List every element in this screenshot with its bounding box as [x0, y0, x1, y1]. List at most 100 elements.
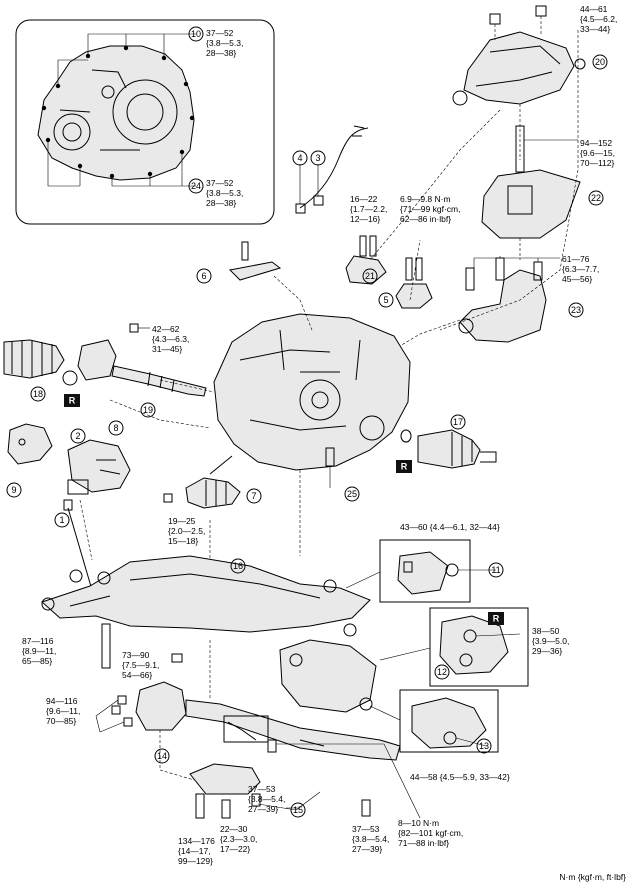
- svg-text:19: 19: [143, 405, 153, 415]
- stabilizer-link: [63, 499, 93, 591]
- callout-1: 1: [54, 512, 70, 528]
- svg-text:18: 18: [33, 389, 43, 399]
- bracket-9: [7, 423, 53, 465]
- svg-text:24: 24: [191, 181, 201, 191]
- torque-spec-7: 19—25 {2.0—2.5, 15—18}: [168, 516, 208, 546]
- svg-text:7: 7: [251, 491, 256, 501]
- torque-spec-21: 16—22 {1.7—2.2, 12—16}: [350, 194, 390, 224]
- callout-3: 3: [310, 150, 326, 166]
- assembly-guides: [79, 30, 579, 781]
- mount-bracket-23: [458, 256, 560, 343]
- svg-text:5: 5: [383, 295, 388, 305]
- bolt-16: [101, 623, 183, 669]
- callout-24: 24: [188, 178, 204, 194]
- svg-text:16: 16: [233, 561, 243, 571]
- inset-detail-12: [379, 607, 529, 687]
- callout-15: 15: [290, 802, 306, 818]
- torque-spec-15d: 37—53 {3.8—5.4, 27—39}: [352, 824, 392, 854]
- svg-text:10: 10: [191, 29, 201, 39]
- svg-text:R: R: [69, 396, 76, 406]
- callout-7: 7: [246, 488, 262, 504]
- mount-bracket-20: [452, 5, 586, 160]
- inset-detail-11: [345, 539, 496, 603]
- callout-17: 17: [450, 414, 466, 430]
- torque-spec-20: 44—61 {4.5—6.2, 33—44}: [580, 4, 620, 34]
- svg-text:23: 23: [571, 305, 581, 315]
- torque-spec-15b: 22—30 {2.3—3.0, 17—22}: [220, 824, 260, 854]
- replace-badge-detail-12: R: [488, 612, 504, 625]
- callout-23: 23: [568, 302, 584, 318]
- svg-text:R: R: [493, 614, 500, 624]
- callout-16: 16: [230, 558, 246, 574]
- callout-9: 9: [6, 482, 22, 498]
- driveshaft-17: [400, 429, 497, 469]
- svg-text:25: 25: [347, 489, 357, 499]
- shift-unit-7: [163, 455, 241, 509]
- svg-text:14: 14: [157, 751, 167, 761]
- svg-text:15: 15: [293, 805, 303, 815]
- inset-detail-13: [369, 689, 499, 753]
- svg-text:13: 13: [479, 741, 489, 751]
- torque-spec-24: 37—52 {3.8—5.3, 28—38}: [206, 178, 246, 208]
- torque-spec-5: 6.9—9.8 N·m {71—99 kgf·cm, 62—86 in·lbf}: [400, 194, 463, 224]
- callout-10: 10: [188, 26, 204, 42]
- svg-text:6: 6: [201, 271, 206, 281]
- callout-14: 14: [154, 748, 170, 764]
- callout-22: 22: [588, 190, 604, 206]
- torque-spec-13: 44—58 {4.5—5.9, 33—42}: [410, 772, 510, 782]
- callout-25: 25: [344, 486, 360, 502]
- crossmember-16: [41, 555, 371, 637]
- callout-13: 13: [476, 738, 492, 754]
- torque-spec-15c: 37—53 {3.8—5.4, 27—39}: [248, 784, 288, 814]
- replace-badge-left: R: [64, 394, 80, 407]
- callout-21: 21: [362, 268, 378, 284]
- torque-spec-22: 94—152 {9.6—15, 70—112}: [580, 138, 617, 168]
- transaxle-assembly-25: [213, 313, 411, 488]
- svg-text:4: 4: [297, 153, 302, 163]
- callout-6: 6: [196, 268, 212, 284]
- torque-spec-16b: 73—90 {7.5—9.1, 54—66}: [122, 650, 162, 680]
- svg-text:3: 3: [315, 153, 320, 163]
- svg-text:11: 11: [491, 565, 500, 575]
- svg-text:9: 9: [11, 485, 16, 495]
- callout-20: 20: [592, 54, 608, 70]
- callout-11: 11: [488, 562, 504, 578]
- mount-14: [95, 681, 187, 733]
- inset-transaxle-case: [15, 19, 275, 225]
- svg-text:12: 12: [437, 667, 447, 677]
- callout-18: 18: [30, 386, 46, 402]
- mount-rubber-22: [481, 169, 581, 260]
- torque-spec-14: 94—116 {9.6—11, 70—85}: [46, 696, 83, 726]
- torque-spec-12: 38—50 {3.9—5.0, 29—36}: [532, 626, 572, 656]
- replace-badge-right: R: [396, 460, 412, 473]
- driveshaft-18: [3, 339, 78, 386]
- units-note: N·m {kgf·m, ft·lbf}: [559, 872, 626, 882]
- svg-text:22: 22: [591, 193, 601, 203]
- callout-2: 2: [70, 428, 86, 444]
- svg-text:20: 20: [595, 57, 605, 67]
- torque-spec-15a: 134—176 {14—17, 99—129}: [178, 836, 217, 866]
- torque-spec-10: 37—52 {3.8—5.3, 28—38}: [206, 28, 246, 58]
- driveshaft-19: [77, 323, 207, 397]
- svg-text:21: 21: [365, 271, 375, 281]
- torque-spec-15e: 8—10 N·m {82—101 kgf·cm, 71—88 in·lbf}: [398, 818, 466, 848]
- selector-2-8: [67, 439, 131, 495]
- svg-text:8: 8: [113, 423, 118, 433]
- callout-4: 4: [292, 150, 308, 166]
- bracket-6: [228, 241, 282, 281]
- svg-text:17: 17: [453, 417, 463, 427]
- callouts: 10 24 20 22 23 4 3 21 5 6 18 19 17 25 2 …: [6, 26, 608, 818]
- torque-spec-16a: 87—116 {8.9—11, 65—85}: [22, 636, 59, 666]
- callout-12: 12: [434, 664, 450, 680]
- torque-spec-19: 42—62 {4.3—6.3, 31—45}: [152, 324, 192, 354]
- svg-text:1: 1: [59, 515, 64, 525]
- svg-text:2: 2: [75, 431, 80, 441]
- bracket-5: [395, 257, 433, 309]
- callout-8: 8: [108, 420, 124, 436]
- torque-spec-23: 61—76 {6.3—7.7, 45—56}: [562, 254, 602, 284]
- shift-cable-3-4: [295, 125, 369, 214]
- torque-spec-11: 43—60 {4.4—6.1, 32—44}: [400, 522, 500, 532]
- crossmember-15: [185, 699, 421, 819]
